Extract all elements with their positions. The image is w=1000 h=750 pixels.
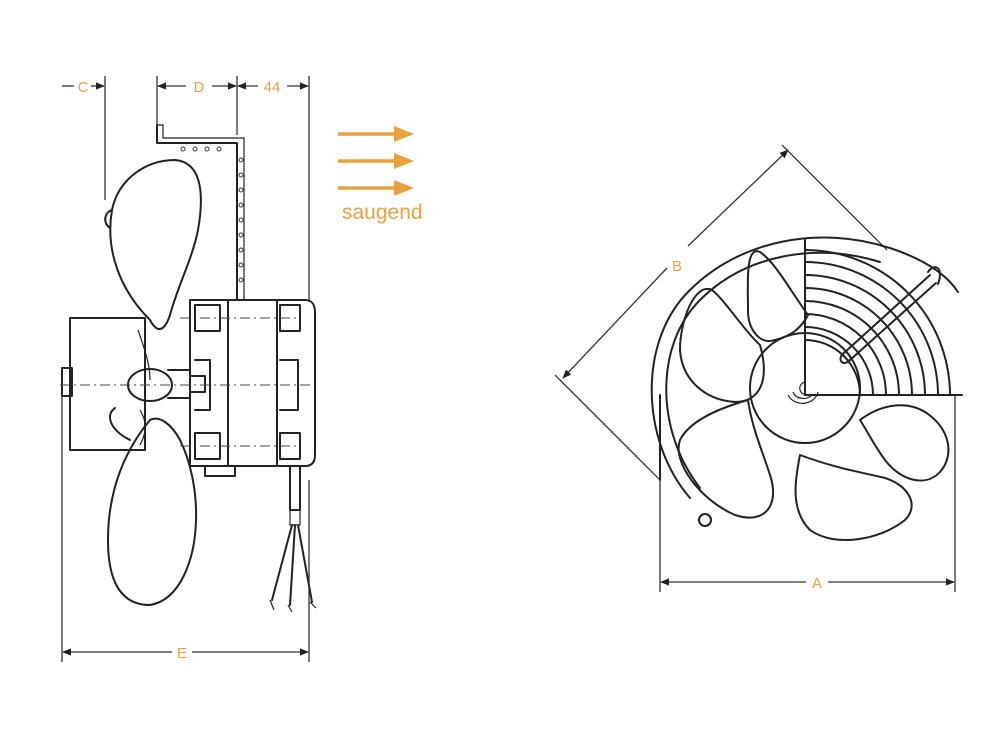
dimension-a	[659, 395, 956, 592]
dim-label-44: 44	[264, 79, 281, 96]
front-view: A B	[554, 144, 963, 592]
dimension-e	[61, 395, 310, 662]
motor-body-side	[60, 299, 316, 477]
mounting-bracket	[156, 124, 245, 301]
dim-label-d: D	[194, 79, 205, 96]
hub-side	[61, 317, 206, 451]
dim-label-a: A	[812, 575, 822, 592]
guard-grille	[804, 239, 963, 396]
guard-ring	[650, 236, 959, 527]
top-dimensions	[62, 76, 310, 300]
fan-blades-side	[104, 159, 202, 606]
cables	[269, 465, 317, 613]
airflow-label: saugend	[342, 201, 423, 224]
dimension-b	[554, 144, 888, 481]
dim-label-c: C	[78, 79, 89, 96]
side-view: C D 44	[60, 76, 317, 662]
dim-label-e: E	[177, 645, 187, 662]
dim-label-b: B	[672, 258, 682, 275]
airflow-arrows	[338, 126, 414, 196]
